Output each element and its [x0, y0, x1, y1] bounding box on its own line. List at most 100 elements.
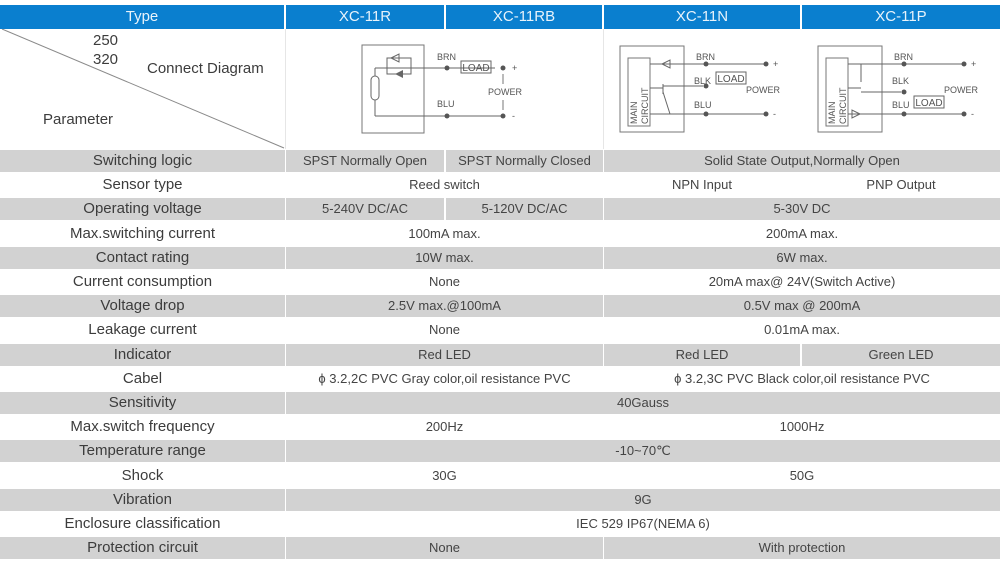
size-250: 250 [93, 32, 119, 49]
row-value: 40Gauss [286, 392, 1000, 414]
row-value: 5-240V DC/AC [286, 198, 444, 221]
row-value: SPST Normally Open [286, 150, 444, 172]
row-value: None [286, 537, 603, 560]
table-row: Leakage current None 0.01mA max. [0, 319, 1000, 341]
row-label: Protection circuit [0, 537, 285, 560]
row-label: Leakage current [88, 321, 197, 339]
header-type: Type [0, 5, 284, 29]
npn-blu-label: BLU [694, 100, 712, 110]
size-320: 320 [93, 51, 119, 68]
table-row: Max.switching current 100mA max. 200mA max… [0, 223, 1000, 245]
row-label: Temperature range [0, 440, 285, 463]
row-value: NPN Input [672, 177, 732, 193]
row-value: IEC 529 IP67(NEMA 6) [576, 516, 710, 531]
row-label: Max.switching current [69, 224, 216, 242]
row-value: ϕ 3.2,3C PVC Black color,oil resistance … [674, 370, 930, 386]
corner-diagonal-line [1, 29, 285, 149]
row-value: 200mA max. [765, 225, 839, 241]
table-row: Cabel ϕ 3.2,2C PVC Gray color,oil resista… [0, 368, 1000, 390]
row-value: -10~70℃ [286, 440, 1000, 463]
pnp-power-label: POWER [944, 85, 979, 95]
pnp-circuit-label: CIRCUIT [838, 87, 848, 124]
row-value: 30G [432, 467, 457, 483]
npn-load-label: LOAD [717, 74, 744, 85]
row-value: 0.01mA max. [764, 322, 840, 338]
reed-switch-diagram: LOAD BRN BLU POWER + - [361, 44, 523, 134]
row-value: None [428, 322, 461, 338]
table-row: Current consumption None 20mA max@ 24V(Swi… [0, 271, 1000, 293]
npn-power-label: POWER [746, 85, 781, 95]
table-row: Max.switch frequency 200Hz 1000Hz [0, 416, 1000, 438]
header-model-xc-11n: XC-11N [604, 5, 800, 29]
npn-blk-label: BLK [694, 76, 711, 86]
row-label: Operating voltage [0, 198, 285, 221]
divider [603, 29, 604, 149]
pnp-blk-label: BLK [892, 76, 909, 86]
table-row: Temperature range-10~70℃ [0, 440, 1000, 463]
row-value: 200Hz [425, 419, 464, 435]
row-label: Voltage drop [0, 295, 285, 318]
row-label: Contact rating [0, 246, 285, 269]
row-value: Reed switch [409, 177, 480, 193]
header-model-xc-11rb: XC-11RB [446, 5, 602, 29]
divider [285, 29, 286, 149]
row-value: Red LED [286, 343, 603, 366]
row-value: 1000Hz [779, 419, 825, 435]
row-value: With protection [604, 537, 1000, 560]
pnp-diagram: MAIN CIRCUIT LOAD BRN BLK BLU POWER + - [817, 45, 979, 133]
row-value: Red LED [604, 343, 800, 366]
row-value: 6W max. [604, 246, 1000, 269]
connect-diagram-label: Connect Diagram [147, 60, 264, 77]
pnp-load-label: LOAD [915, 98, 942, 109]
row-value: 100mA max. [408, 225, 481, 241]
row-value: ϕ 3.2,2C PVC Gray color,oil resistance P… [318, 370, 571, 386]
reed-brn-label: BRN [437, 52, 456, 62]
row-value: 20mA max@ 24V(Switch Active) [708, 274, 896, 289]
row-value: 2.5V max.@100mA [286, 295, 603, 318]
reed-blu-label: BLU [437, 99, 455, 109]
row-label: Sensitivity [0, 392, 285, 414]
row-label: Sensor type [102, 176, 183, 194]
row-value: 9G [286, 488, 1000, 511]
row-value: SPST Normally Closed [446, 150, 603, 172]
parameter-label: Parameter [43, 111, 114, 128]
row-value: None [428, 274, 461, 289]
row-value: 50G [789, 467, 815, 483]
corner-cell: 250 320 Connect Diagram Parameter [0, 29, 285, 149]
row-label: Vibration [0, 488, 285, 511]
reed-load-label: LOAD [462, 63, 489, 74]
header-model-xc-11r: XC-11R [286, 5, 444, 29]
npn-brn-label: BRN [696, 52, 715, 62]
row-value: 0.5V max @ 200mA [604, 295, 1000, 318]
row-label: Switching logic [0, 150, 285, 172]
table-row: Sensor type Reed switch NPN Input PNP Outpu… [0, 174, 1000, 196]
row-value: 5-30V DC [604, 198, 1000, 221]
row-label: Cabel [122, 369, 163, 387]
reed-minus-label: - [512, 111, 515, 121]
row-value: PNP Output [866, 177, 936, 193]
row-value: 5-120V DC/AC [446, 198, 603, 221]
row-label: Indicator [0, 343, 285, 366]
pnp-minus-label: - [971, 109, 974, 119]
row-label: Current consumption [72, 273, 213, 290]
reed-plus-label: + [512, 63, 517, 73]
npn-diagram: MAIN CIRCUIT LOAD BRN BLK BLU POWER + - [619, 45, 781, 133]
npn-main-label: MAIN [629, 102, 639, 125]
row-value: Green LED [802, 343, 1000, 366]
pnp-blu-label: BLU [892, 100, 910, 110]
npn-minus-label: - [773, 109, 776, 119]
reed-power-label: POWER [488, 87, 523, 97]
row-label: Max.switch frequency [70, 418, 215, 436]
pnp-brn-label: BRN [894, 52, 913, 62]
pnp-main-label: MAIN [827, 102, 837, 125]
